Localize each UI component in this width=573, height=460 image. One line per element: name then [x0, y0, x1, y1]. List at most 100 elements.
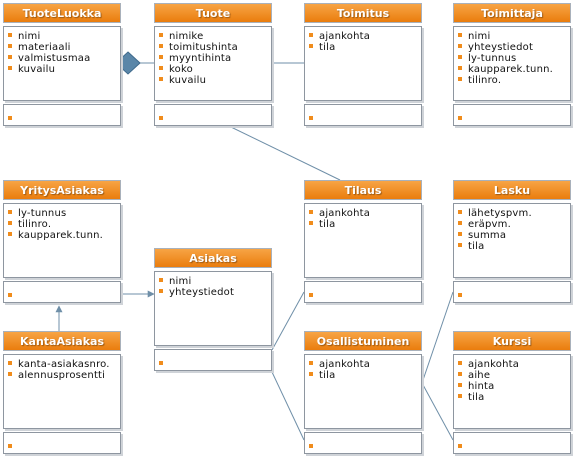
- attribute-list: ly-tunnus tilinro. kaupparek.tunn.: [3, 203, 121, 278]
- operation-list: [304, 432, 422, 454]
- association-line: [230, 126, 341, 181]
- bullet-icon: [458, 361, 462, 365]
- bullet-icon: [458, 115, 462, 120]
- class-box[interactable]: Tilaus ajankohta tila: [304, 180, 422, 303]
- bullet-icon: [458, 232, 462, 236]
- attribute: hinta: [458, 381, 570, 392]
- bullet-icon: [458, 77, 462, 81]
- attribute: ajankohta: [309, 208, 421, 219]
- bullet-icon: [458, 394, 462, 398]
- attribute: alennusprosentti: [8, 370, 120, 381]
- class-name: Osallistuminen: [304, 331, 422, 351]
- operation-list: [453, 432, 571, 454]
- class-name: TuoteLuokka: [3, 3, 121, 23]
- class-box[interactable]: Asiakas nimi yhteystiedot: [154, 248, 272, 371]
- operation-list: [3, 281, 121, 303]
- class-name: Lasku: [453, 180, 571, 200]
- bullet-icon: [8, 221, 12, 225]
- bullet-icon: [309, 221, 313, 225]
- attribute: tila: [309, 370, 421, 381]
- attribute-list: lähetyspvm. eräpvm. summa tila: [453, 203, 571, 278]
- operation-list: [304, 104, 422, 126]
- attribute: kuvailu: [8, 64, 120, 75]
- attribute: tila: [458, 241, 570, 252]
- class-name: Kurssi: [453, 331, 571, 351]
- bullet-icon: [159, 289, 163, 293]
- attribute: tila: [458, 392, 570, 403]
- attribute: summa: [458, 230, 570, 241]
- bullet-icon: [458, 33, 462, 37]
- attribute-list: nimike toimitushinta myyntihinta koko ku…: [154, 26, 272, 101]
- bullet-icon: [458, 372, 462, 376]
- bullet-icon: [309, 292, 313, 297]
- bullet-icon: [309, 372, 313, 376]
- class-box[interactable]: KantaAsiakas kanta-asiakasnro. alennuspr…: [3, 331, 121, 454]
- bullet-icon: [159, 66, 163, 70]
- operation-list: [453, 281, 571, 303]
- attribute-list: ajankohta tila: [304, 203, 422, 278]
- attribute: nimi: [159, 276, 271, 287]
- operation-list: [304, 281, 422, 303]
- attribute-list: nimi materiaali valmistusmaa kuvailu: [3, 26, 121, 101]
- class-box[interactable]: TuoteLuokka nimi materiaali valmistusmaa…: [3, 3, 121, 126]
- attribute: aihe: [458, 370, 570, 381]
- association-line: [421, 382, 454, 441]
- bullet-icon: [8, 443, 12, 448]
- bullet-icon: [8, 44, 12, 48]
- bullet-icon: [309, 33, 313, 37]
- bullet-icon: [159, 77, 163, 81]
- bullet-icon: [309, 44, 313, 48]
- attribute: kanta-asiakasnro.: [8, 359, 120, 370]
- attribute: yhteystiedot: [159, 287, 271, 298]
- association-line: [271, 291, 305, 351]
- bullet-icon: [309, 210, 313, 214]
- attribute: nimi: [458, 31, 570, 42]
- attribute-list: nimi yhteystiedot: [154, 271, 272, 346]
- attribute: koko: [159, 64, 271, 75]
- attribute: tilinro.: [8, 219, 120, 230]
- class-name: Asiakas: [154, 248, 272, 268]
- class-name: Tuote: [154, 3, 272, 23]
- class-box[interactable]: Toimittaja nimi yhteystiedot ly-tunnus k…: [453, 3, 571, 126]
- bullet-icon: [8, 115, 12, 120]
- class-box[interactable]: Osallistuminen ajankohta tila: [304, 331, 422, 454]
- class-name: Tilaus: [304, 180, 422, 200]
- attribute: toimitushinta: [159, 42, 271, 53]
- class-box[interactable]: Toimitus ajankohta tila: [304, 3, 422, 126]
- operation-list: [3, 104, 121, 126]
- class-box[interactable]: Kurssi ajankohta aihe hinta tila: [453, 331, 571, 454]
- bullet-icon: [309, 361, 313, 365]
- attribute: lähetyspvm.: [458, 208, 570, 219]
- attribute: yhteystiedot: [458, 42, 570, 53]
- class-box[interactable]: YritysAsiakas ly-tunnus tilinro. kauppar…: [3, 180, 121, 303]
- class-box[interactable]: Tuote nimike toimitushinta myyntihinta k…: [154, 3, 272, 126]
- bullet-icon: [309, 443, 313, 448]
- bullet-icon: [8, 55, 12, 59]
- bullet-icon: [458, 292, 462, 297]
- bullet-icon: [8, 232, 12, 236]
- attribute-list: ajankohta tila: [304, 26, 422, 101]
- bullet-icon: [159, 33, 163, 37]
- bullet-icon: [458, 210, 462, 214]
- class-name: Toimitus: [304, 3, 422, 23]
- attribute: tila: [309, 219, 421, 230]
- operation-list: [453, 104, 571, 126]
- bullet-icon: [458, 66, 462, 70]
- attribute: ajankohta: [458, 359, 570, 370]
- attribute-list: kanta-asiakasnro. alennusprosentti: [3, 354, 121, 429]
- attribute: nimike: [159, 31, 271, 42]
- attribute-list: ajankohta aihe hinta tila: [453, 354, 571, 429]
- attribute: kaupparek.tunn.: [458, 64, 570, 75]
- bullet-icon: [159, 278, 163, 282]
- attribute: tilinro.: [458, 75, 570, 86]
- operation-list: [3, 432, 121, 454]
- attribute: ajankohta: [309, 359, 421, 370]
- bullet-icon: [159, 44, 163, 48]
- attribute: kaupparek.tunn.: [8, 230, 120, 241]
- association-line: [271, 371, 305, 441]
- bullet-icon: [8, 361, 12, 365]
- class-box[interactable]: Lasku lähetyspvm. eräpvm. summa tila: [453, 180, 571, 303]
- bullet-icon: [8, 210, 12, 214]
- attribute: ajankohta: [309, 31, 421, 42]
- attribute-list: ajankohta tila: [304, 354, 422, 429]
